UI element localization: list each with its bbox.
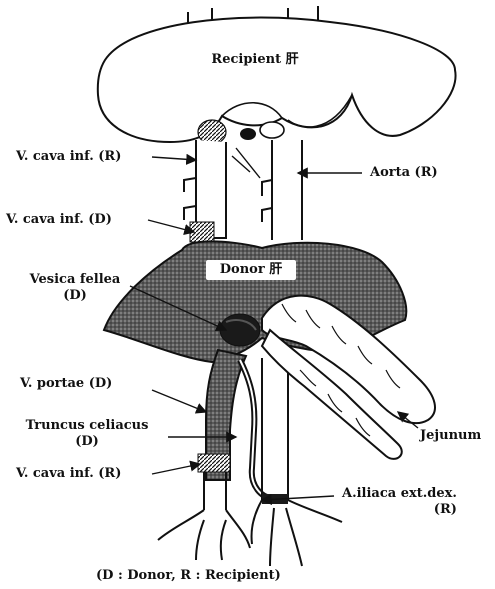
label-truncus-celiacus: Truncus celiacus (D)	[12, 418, 162, 450]
label-vesica-line2: (D)	[20, 288, 130, 304]
label-jejunum: Jejunum	[420, 428, 481, 444]
label-vesica-line1: Vesica fellea	[20, 272, 130, 288]
donor-liver-label: Donor 肝	[206, 260, 296, 280]
label-vci-recipient-bottom: V. cava inf. (R)	[16, 466, 121, 482]
label-iliaca-line2: (R)	[342, 502, 457, 518]
vci-lower-junction	[198, 454, 230, 472]
label-aorta-recipient: Aorta (R)	[370, 165, 438, 181]
iliac-branches-left	[158, 510, 250, 560]
label-truncus-line2: (D)	[12, 434, 162, 450]
label-vci-recipient-top: V. cava inf. (R)	[16, 149, 121, 165]
truncus-celiacus-donor	[240, 360, 272, 498]
label-truncus-line1: Truncus celiacus	[12, 418, 162, 434]
label-vesica-fellea: Vesica fellea (D)	[20, 272, 130, 304]
label-vena-portae-donor: V. portae (D)	[20, 376, 112, 392]
aorta-upper	[272, 140, 302, 240]
recipient-liver-label: Recipient 肝	[200, 48, 310, 67]
iliac-branches-right	[251, 500, 342, 566]
aorta-lower	[262, 358, 288, 500]
hepatic-hilum-hatch	[198, 120, 226, 144]
label-iliaca-line1: A.iliaca ext.dex.	[342, 486, 457, 502]
hilum-vessel-cut	[260, 122, 284, 138]
label-vci-donor: V. cava inf. (D)	[6, 212, 112, 228]
footnote-legend: (D : Donor, R : Recipient)	[96, 568, 281, 584]
label-iliaca-ext-dex: A.iliaca ext.dex. (R)	[342, 486, 457, 518]
